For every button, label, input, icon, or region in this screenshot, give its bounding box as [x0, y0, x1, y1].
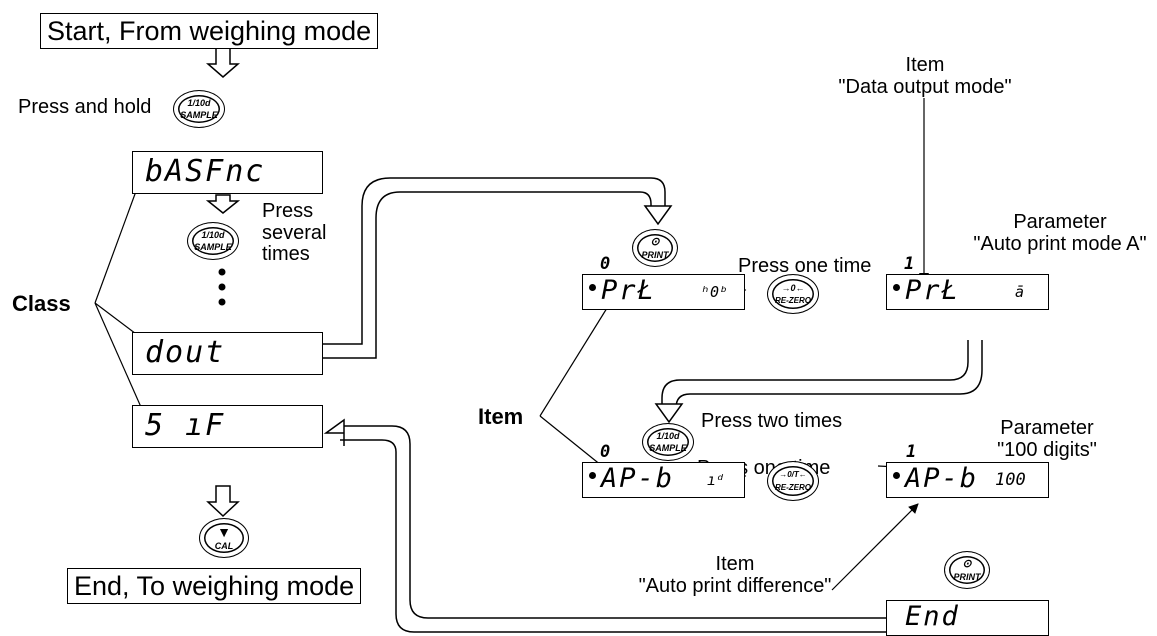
- press-one-time-label-1: Press one time: [738, 255, 872, 277]
- ellipsis-dot: [218, 268, 226, 276]
- item-data-output-label: Item "Data output mode": [838, 54, 1012, 98]
- arrow-down-icon: [206, 485, 240, 518]
- arrow-down-icon: [205, 47, 241, 78]
- display-sif: 5 ıF: [132, 405, 323, 448]
- param-100-digits-label: Parameter "100 digits": [997, 417, 1097, 461]
- ellipsis-dot: [218, 298, 226, 306]
- display-prt-1: PrŁ ʰ0ᵇ: [582, 274, 745, 310]
- rezero-button-2[interactable]: →0/T← RE-ZERO: [767, 461, 819, 501]
- arrow-down-icon: [205, 194, 241, 214]
- sample-button-2[interactable]: 1/10d SAMPLE: [187, 222, 239, 260]
- press-and-hold-label: Press and hold: [18, 96, 152, 118]
- cal-button[interactable]: ▼ CAL: [199, 518, 249, 558]
- display-apb-2: AP-b 100: [886, 462, 1049, 498]
- item-label: Item: [478, 404, 524, 429]
- blink-digit-0: 0: [600, 254, 611, 274]
- press-two-times-label: Press two times: [701, 410, 843, 432]
- print-icon: ⊙: [962, 558, 972, 570]
- press-several-times-label: Press several times: [262, 200, 327, 266]
- start-box: Start, From weighing mode: [40, 13, 379, 49]
- blink-digit-1: 1: [904, 254, 915, 274]
- display-dout: dout: [132, 332, 323, 375]
- rezero-button-1[interactable]: →0← RE-ZERO: [767, 274, 819, 314]
- item-auto-print-diff-label: Item "Auto print difference": [638, 553, 832, 597]
- display-prt-2: PrŁ ā: [886, 274, 1049, 310]
- class-label: Class: [12, 291, 71, 316]
- print-icon: ⊙: [650, 236, 660, 248]
- display-end: End: [886, 600, 1049, 636]
- ellipsis-dot: [218, 283, 226, 291]
- param-auto-print-a-label: Parameter "Auto print mode A": [973, 211, 1147, 255]
- display-basfnc: bASFnc: [132, 151, 323, 194]
- blink-digit-0: 0: [600, 442, 611, 462]
- blink-digit-1: 1: [906, 442, 917, 462]
- end-box: End, To weighing mode: [67, 568, 362, 604]
- sample-button-1[interactable]: 1/10d SAMPLE: [173, 90, 225, 128]
- print-button-2[interactable]: ⊙ PRINT: [944, 551, 990, 589]
- sample-button-3[interactable]: 1/10d SAMPLE: [642, 423, 694, 461]
- cal-triangle-icon: ▼: [217, 524, 231, 540]
- display-apb-1: AP-b ıᵈ: [582, 462, 745, 498]
- print-button-1[interactable]: ⊙ PRINT: [632, 229, 678, 267]
